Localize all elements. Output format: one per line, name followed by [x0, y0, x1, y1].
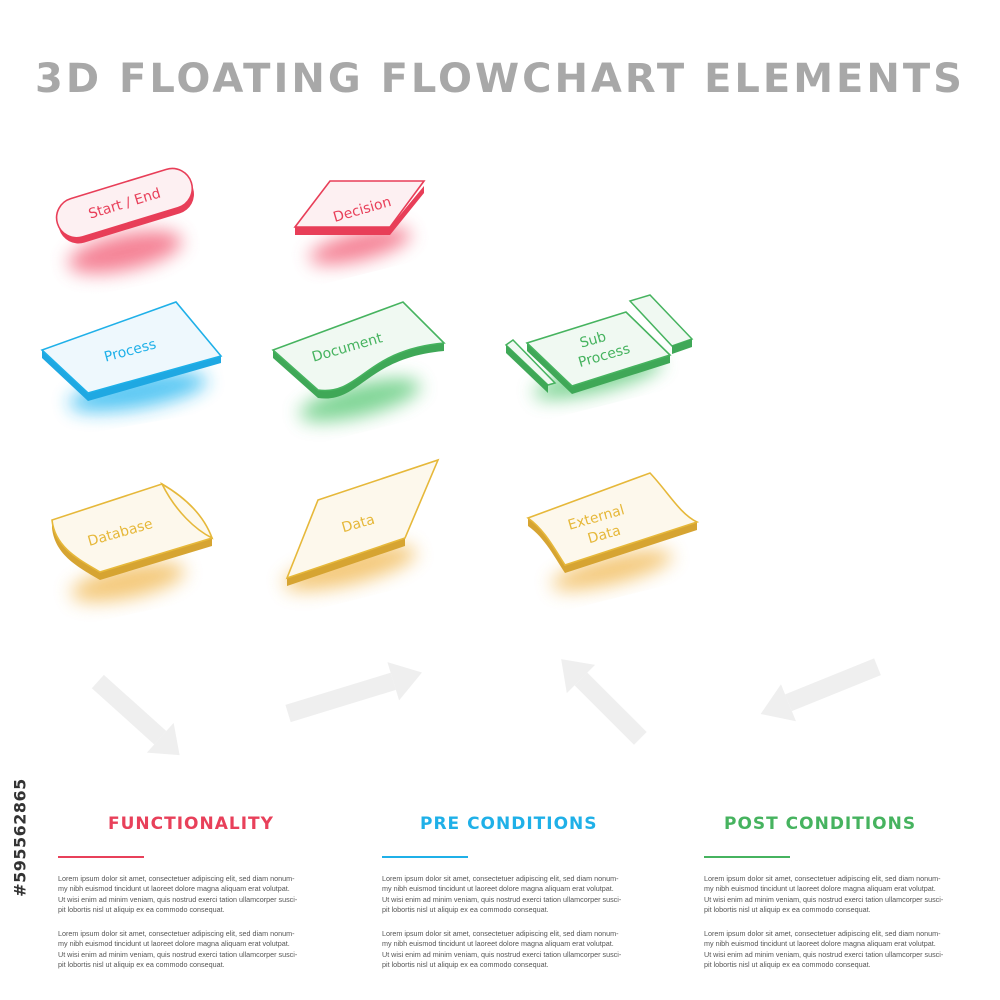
decision-shape: Decision	[293, 180, 426, 265]
subprocess-shape: Sub Process	[504, 294, 694, 399]
document-side	[273, 343, 444, 399]
start-end-shape: Start / End	[55, 167, 194, 274]
arrow-right	[285, 662, 422, 723]
post-conditions-rule	[704, 856, 790, 858]
start-end-shadow	[68, 230, 182, 274]
data-shape: Data	[283, 458, 440, 591]
arrows-group	[91, 658, 881, 756]
decision-shadow	[309, 227, 411, 265]
process-shape: Process	[40, 301, 223, 412]
functionality-rule	[58, 856, 144, 858]
pre-conditions-paragraph-1: Lorem ipsum dolor sit amet, consectetuer…	[382, 874, 622, 914]
subprocess-face	[525, 311, 672, 387]
database-side	[52, 520, 212, 580]
post-conditions-paragraph-1: Lorem ipsum dolor sit amet, consectetuer…	[704, 874, 944, 914]
post-conditions-column: POST CONDITIONS Lorem ipsum dolor sit am…	[704, 814, 944, 984]
subprocess-side	[527, 343, 670, 394]
external-data-shape: External Data	[526, 472, 700, 591]
subprocess-label-line1: Sub	[578, 329, 608, 352]
document-shape: Document	[271, 301, 446, 422]
post-conditions-heading: POST CONDITIONS	[724, 814, 917, 834]
stock-id-text: #595562865	[10, 778, 30, 897]
subprocess-left-tab	[504, 339, 557, 386]
pre-conditions-rule	[382, 856, 468, 858]
document-face	[271, 301, 446, 392]
post-conditions-paragraph-2: Lorem ipsum dolor sit amet, consectetuer…	[704, 929, 944, 970]
decision-side	[295, 186, 424, 235]
functionality-paragraph-1: Lorem ipsum dolor sit amet, consectetuer…	[58, 874, 298, 914]
pre-conditions-paragraph-2: Lorem ipsum dolor sit amet, consectetuer…	[382, 929, 622, 970]
data-face	[285, 458, 440, 580]
document-shadow	[299, 378, 421, 422]
data-shadow	[283, 545, 417, 591]
arrow-up-left	[561, 659, 647, 745]
data-side	[287, 538, 405, 586]
flowchart-stage: Start / End Decision Process Document Su…	[40, 167, 881, 756]
pre-conditions-column: PRE CONDITIONS Lorem ipsum dolor sit ame…	[382, 814, 622, 984]
pre-conditions-heading: PRE CONDITIONS	[420, 814, 598, 834]
process-shadow	[69, 372, 207, 412]
database-shadow	[71, 562, 185, 602]
process-face	[40, 301, 223, 394]
functionality-paragraph-2: Lorem ipsum dolor sit amet, consectetuer…	[58, 929, 298, 970]
arrow-down-right	[91, 674, 180, 756]
stock-id-watermark: #595562865	[8, 760, 32, 920]
arrow-left	[760, 658, 881, 722]
external-data-face	[526, 472, 700, 566]
database-cap	[160, 481, 214, 540]
database-shape: Database	[51, 481, 214, 602]
external-data-shadow	[551, 549, 673, 591]
page-title: 3D FLOATING FLOWCHART ELEMENTS	[35, 56, 965, 102]
start-end-face	[55, 167, 194, 239]
subprocess-right-tab-side	[672, 339, 692, 354]
functionality-heading: FUNCTIONALITY	[108, 814, 274, 834]
decision-face	[293, 180, 426, 228]
functionality-column: FUNCTIONALITY Lorem ipsum dolor sit amet…	[58, 814, 298, 984]
subprocess-left-tab-side	[506, 345, 548, 393]
